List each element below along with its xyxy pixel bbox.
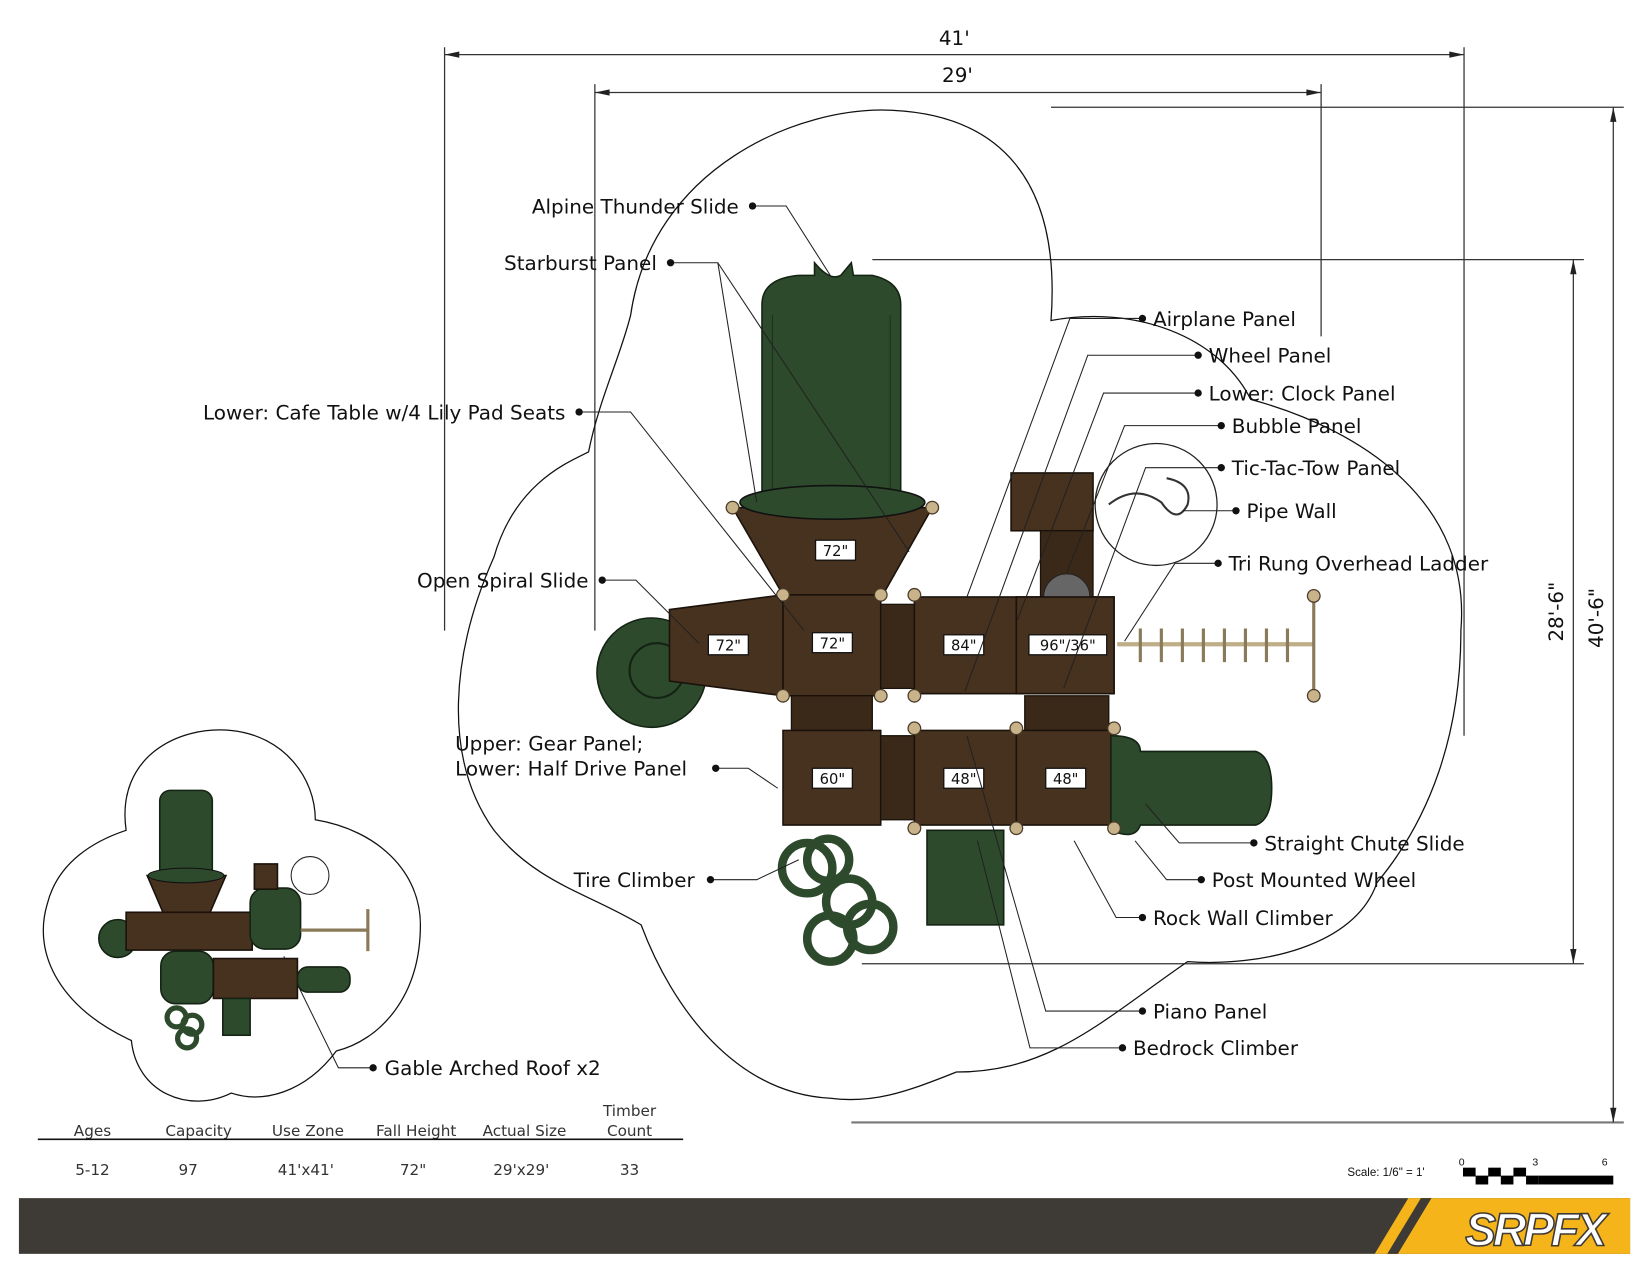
callouts: Alpine Thunder Slide Starburst Panel Low…	[203, 194, 1489, 1080]
header-capacity: Capacity	[165, 1122, 232, 1140]
main-structure: 72" 72" 72" 84" 96"/36" 60" 48" 48"	[596, 260, 1321, 966]
callout-piano-panel: Piano Panel	[1153, 999, 1267, 1023]
header-ages: Ages	[74, 1122, 111, 1140]
use-zone-outline	[457, 109, 1463, 1101]
footer-band: SRPFX	[18, 1198, 1631, 1256]
scale-bar: Scale: 1/6" = 1' 0 3 6	[1347, 1157, 1614, 1185]
callout-tire-climber: Tire Climber	[573, 868, 696, 892]
callout-bubble-panel: Bubble Panel	[1232, 414, 1362, 438]
callout-alpine-thunder-slide: Alpine Thunder Slide	[532, 194, 739, 218]
alpine-thunder-slide	[761, 260, 902, 504]
callout-cafe-table: Lower: Cafe Table w/4 Lily Pad Seats	[203, 400, 565, 424]
callout-pipe-wall: Pipe Wall	[1246, 499, 1336, 523]
value-timber-count: 33	[620, 1161, 639, 1179]
callout-straight-chute-slide: Straight Chute Slide	[1264, 831, 1464, 855]
callout-gable-arched-roof: Gable Arched Roof x2	[385, 1056, 601, 1080]
deck-height-label: 72"	[823, 543, 848, 560]
header-use-zone: Use Zone	[272, 1122, 344, 1140]
header-fall-height: Fall Height	[376, 1122, 456, 1140]
specs-table: Ages Capacity Use Zone Fall Height Actua…	[37, 1102, 684, 1179]
callout-bedrock-climber: Bedrock Climber	[1133, 1036, 1299, 1060]
callout-rock-wall-climber: Rock Wall Climber	[1153, 906, 1334, 930]
deck-height-label: 96"/36"	[1040, 638, 1096, 655]
value-capacity: 97	[178, 1161, 197, 1179]
deck-height-label: 48"	[1053, 771, 1078, 788]
actual-depth-label: 28'-6"	[1544, 582, 1568, 642]
callout-airplane-panel: Airplane Panel	[1153, 307, 1296, 331]
callout-starburst-panel: Starburst Panel	[504, 251, 657, 275]
callout-half-drive-panel: Lower: Half Drive Panel	[455, 757, 687, 781]
actual-width-label: 29'	[942, 63, 973, 87]
callout-tri-rung-ladder: Tri Rung Overhead Ladder	[1228, 552, 1489, 576]
pipe-wall	[1094, 442, 1218, 567]
scale-tick-6: 6	[1602, 1157, 1608, 1169]
leader-lines	[283, 205, 1254, 1069]
straight-chute-slide	[1110, 734, 1273, 836]
value-use-zone: 41'x41'	[278, 1161, 334, 1179]
deck-height-label: 60"	[820, 771, 845, 788]
overall-depth-label: 40'-6"	[1584, 588, 1608, 648]
tire-climber	[777, 834, 898, 966]
deck-height-label: 72"	[716, 638, 741, 655]
header-count: Count	[607, 1122, 652, 1140]
scale-label: Scale: 1/6" = 1'	[1347, 1167, 1424, 1179]
deck-height-label: 84"	[951, 638, 976, 655]
srpfx-logo: SRPFX	[1465, 1203, 1610, 1255]
overall-width-label: 41'	[939, 26, 970, 50]
callout-wheel-panel: Wheel Panel	[1209, 344, 1332, 368]
deck-height-label: 72"	[820, 635, 845, 652]
thumbnail-view	[42, 729, 422, 1102]
header-timber: Timber	[602, 1102, 657, 1120]
value-actual-size: 29'x29'	[493, 1161, 549, 1179]
scale-tick-3: 3	[1532, 1157, 1538, 1169]
rock-wall-climber	[926, 829, 1005, 926]
deck-height-label: 48"	[951, 771, 976, 788]
callout-clock-panel: Lower: Clock Panel	[1209, 381, 1396, 405]
callout-post-mounted-wheel: Post Mounted Wheel	[1212, 868, 1416, 892]
callout-tic-tac-tow-panel: Tic-Tac-Tow Panel	[1231, 456, 1400, 480]
header-actual-size: Actual Size	[483, 1122, 567, 1140]
dimension-lines: 41' 29' 40'-6" 28'-6"	[443, 26, 1624, 1124]
value-fall-height: 72"	[400, 1161, 426, 1179]
callout-open-spiral-slide: Open Spiral Slide	[417, 569, 589, 593]
scale-tick-0: 0	[1459, 1157, 1465, 1169]
value-ages: 5-12	[75, 1161, 110, 1179]
callout-gear-panel: Upper: Gear Panel;	[455, 731, 643, 755]
